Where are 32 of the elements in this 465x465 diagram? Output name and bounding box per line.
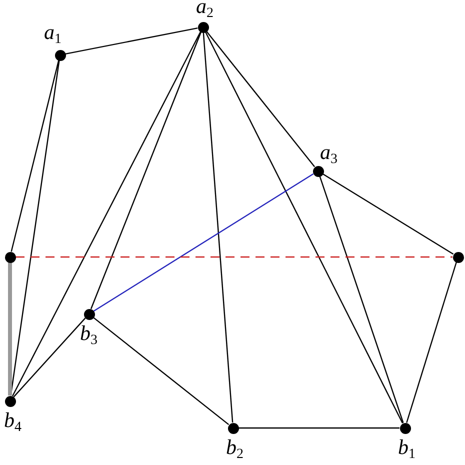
- graph-edge: [8, 262, 12, 396]
- vertex-dot: [4, 396, 16, 406]
- graph-edge: [204, 32, 404, 424]
- vertex-dot: [228, 422, 238, 434]
- graph-edge: [322, 173, 454, 255]
- graph-edge: [90, 32, 202, 310]
- dashed-line: [16, 256, 452, 258]
- vertex-dot: [198, 22, 208, 32]
- vertex-label: b$_{2}$: [226, 436, 244, 464]
- vertex-label: b$_{1}$: [398, 436, 416, 464]
- graph-edge: [206, 30, 316, 168]
- graph-edge: [65, 27, 198, 55]
- vertex-label: b$_{4}$: [4, 409, 22, 437]
- vertex-dot: [54, 50, 66, 60]
- graph-edge: [238, 427, 400, 429]
- vertex-dot: [84, 308, 94, 320]
- vertex-label: a$_{2}$: [196, 0, 214, 23]
- vertex-label: b$_{3}$: [80, 322, 98, 350]
- graph-edge: [406, 262, 457, 423]
- graph-edge: [13, 318, 86, 398]
- vertex-dot: [452, 252, 464, 262]
- graph-edge: [92, 316, 230, 426]
- graph-edge: [202, 32, 234, 423]
- graph-edge: [12, 32, 202, 396]
- graph-edge: [319, 176, 404, 423]
- vertex-label: a$_{3}$: [320, 141, 338, 169]
- vertex-dot: [400, 422, 410, 434]
- graph-edge: [10, 60, 60, 252]
- vertex-label: a$_{1}$: [44, 21, 62, 49]
- graph-edge: [93, 173, 314, 312]
- vertex-dot: [4, 252, 16, 262]
- vertex-dot: [312, 166, 324, 176]
